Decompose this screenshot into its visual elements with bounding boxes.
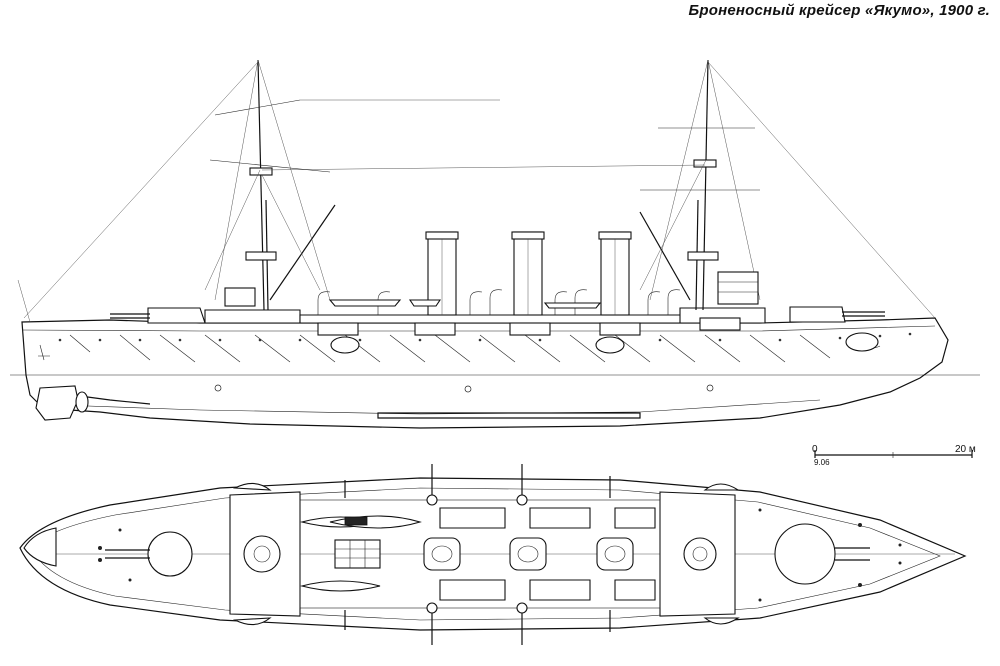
sponsons [232, 482, 740, 626]
side-profile-view [10, 59, 980, 429]
boats-plan [299, 507, 656, 601]
portholes [58, 332, 912, 393]
propeller [75, 391, 89, 413]
scale-start-label: 0 [812, 444, 818, 455]
central-deck [299, 499, 661, 609]
drawing-title: Броненосный крейсер «Якумо», 1900 г. [688, 2, 990, 19]
fore-turret [789, 306, 885, 323]
aft-superstructure [204, 309, 301, 324]
deck-fittings [98, 508, 902, 602]
foremast [639, 59, 761, 311]
rigging [17, 61, 936, 323]
davits [344, 464, 611, 645]
funnels [425, 231, 632, 316]
plan-deck-edge [29, 487, 941, 621]
rudder [35, 385, 79, 421]
scale-bar [814, 450, 973, 458]
boats-side [328, 299, 602, 309]
fore-barbette [774, 523, 836, 585]
mainmast [204, 59, 336, 311]
propeller-shaft [79, 395, 151, 405]
scale-code-label: 9.06 [814, 458, 830, 467]
hull-outline [21, 317, 949, 429]
belt-hatching [69, 334, 831, 363]
top-plan-view [19, 464, 967, 645]
plan-hull-outline [19, 477, 967, 631]
deck-line [21, 325, 936, 332]
skylights [334, 516, 381, 569]
bilge-keel [377, 412, 641, 419]
stern-anchor [38, 344, 50, 361]
scale-end-label: 20 м [955, 444, 976, 455]
aft-barbette [147, 531, 193, 577]
bilge-line [59, 399, 821, 415]
aft-turret [110, 307, 206, 324]
casemates [317, 317, 879, 354]
funnels-plan [423, 537, 634, 571]
stern-plan [23, 527, 57, 567]
